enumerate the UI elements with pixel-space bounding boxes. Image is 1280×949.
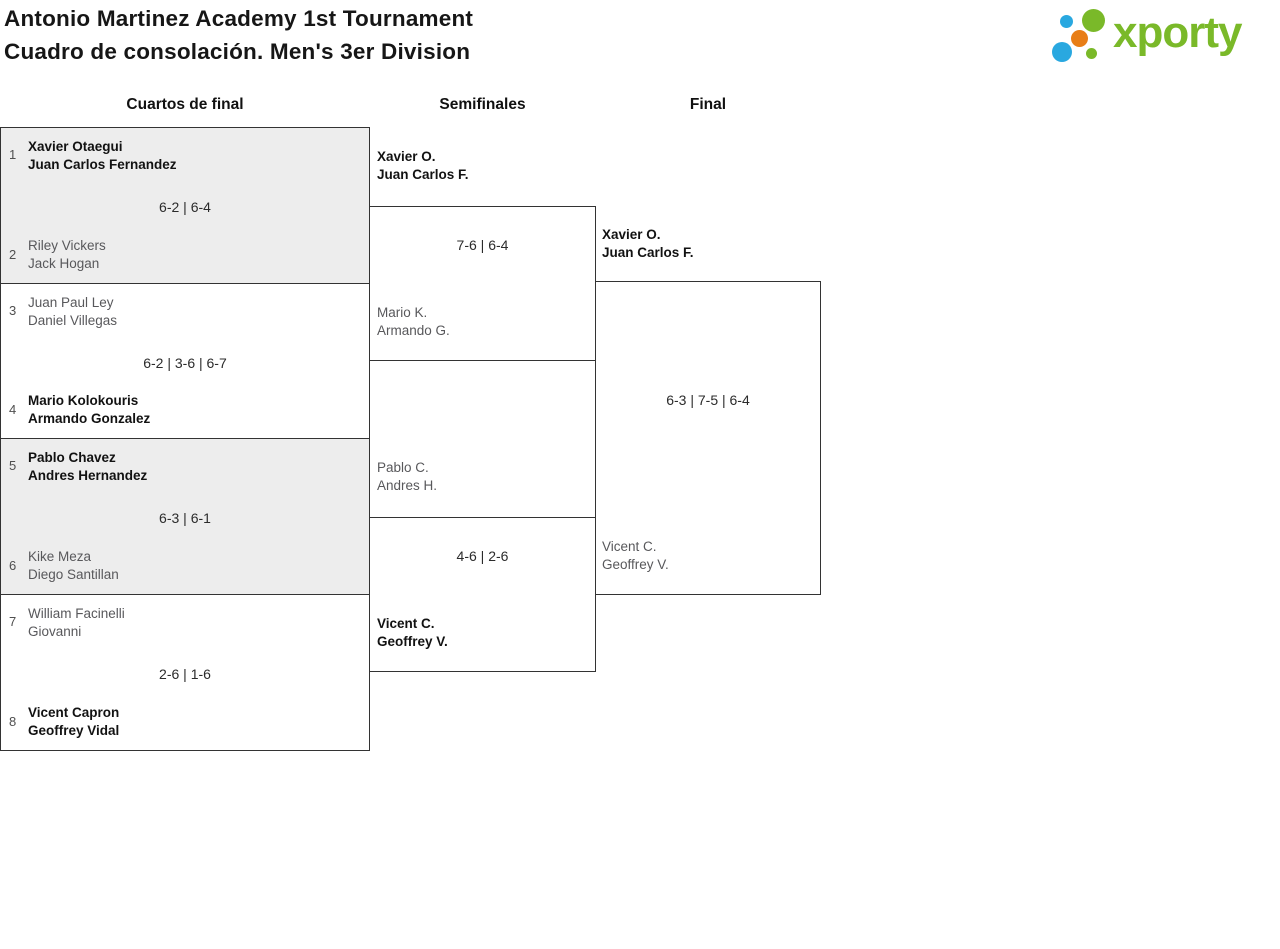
team-name: Juan Paul Ley Daniel Villegas xyxy=(28,295,118,328)
team-name: Xavier O. Juan Carlos F. xyxy=(602,227,694,260)
match-score: 4-6 | 2-6 xyxy=(456,548,509,564)
page-title: Antonio Martinez Academy 1st Tournament … xyxy=(4,2,473,68)
qf-match-3: 5 Pablo Chavez Andres Hernandez 6-3 | 6-… xyxy=(0,438,370,595)
team-name: William Facinelli Giovanni xyxy=(28,606,125,639)
logo-dot-orange xyxy=(1071,30,1088,47)
match-score: 6-2 | 6-4 xyxy=(159,199,211,215)
round-header-semifinals: Semifinales xyxy=(439,96,526,113)
logo-dot-green-large xyxy=(1082,9,1105,32)
team-name: Vicent Capron Geoffrey Vidal xyxy=(28,705,120,738)
seed-number: 7 xyxy=(9,614,17,629)
round-header-final: Final xyxy=(689,96,727,113)
team-name: Mario Kolokouris Armando Gonzalez xyxy=(28,393,151,426)
final-match-box xyxy=(595,281,821,595)
team-name: Pablo Chavez Andres Hernandez xyxy=(28,450,148,483)
logo-wordmark: xporty xyxy=(1113,8,1242,57)
qf-match-2: 3 Juan Paul Ley Daniel Villegas 6-2 | 3-… xyxy=(0,283,370,439)
logo-dot-blue-small xyxy=(1060,15,1073,28)
team-name: Vicent C. Geoffrey V. xyxy=(377,616,448,649)
title-line-2: Cuadro de consolación. Men's 3er Divisio… xyxy=(4,39,471,64)
title-line-1: Antonio Martinez Academy 1st Tournament xyxy=(4,6,474,31)
round-header-quarterfinals: Cuartos de final xyxy=(126,96,244,113)
team-name: Vicent C. Geoffrey V. xyxy=(602,539,669,572)
team-name: Mario K. Armando G. xyxy=(377,305,450,338)
team-name: Riley Vickers Jack Hogan xyxy=(28,238,106,271)
team-name: Kike Meza Diego Santillan xyxy=(28,549,119,582)
seed-number: 5 xyxy=(9,458,17,473)
seed-number: 8 xyxy=(9,714,17,729)
team-name: Xavier O. Juan Carlos F. xyxy=(377,149,469,182)
match-score: 7-6 | 6-4 xyxy=(456,237,509,253)
match-score: 2-6 | 1-6 xyxy=(159,666,211,682)
qf-match-4: 7 William Facinelli Giovanni 2-6 | 1-6 8… xyxy=(0,594,370,751)
seed-number: 4 xyxy=(9,402,17,417)
team-name: Xavier Otaegui Juan Carlos Fernandez xyxy=(28,139,177,172)
logo-dot-green-small xyxy=(1086,48,1097,59)
seed-number: 2 xyxy=(9,247,17,262)
seed-number: 6 xyxy=(9,558,17,573)
match-score: 6-3 | 6-1 xyxy=(159,510,211,526)
logo-dot-blue-large xyxy=(1052,42,1072,62)
seed-number: 3 xyxy=(9,303,17,318)
qf-match-1: 1 Xavier Otaegui Juan Carlos Fernandez 6… xyxy=(0,127,370,284)
xporty-logo[interactable]: xporty xyxy=(1050,4,1276,70)
match-score: 6-2 | 3-6 | 6-7 xyxy=(143,355,227,371)
match-score: 6-3 | 7-5 | 6-4 xyxy=(666,392,750,408)
team-name: Pablo C. Andres H. xyxy=(377,460,438,493)
seed-number: 1 xyxy=(9,147,17,162)
